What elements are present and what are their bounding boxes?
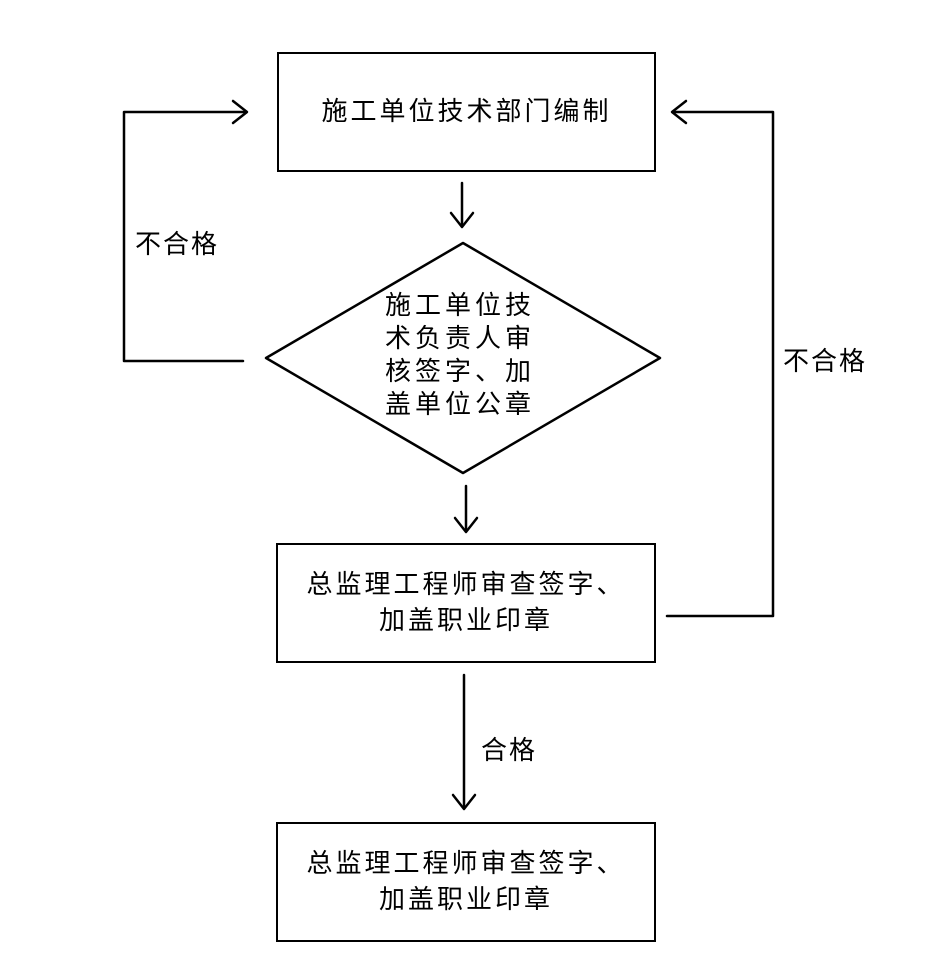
node-compile: 施工单位技术部门编制 [277,52,656,172]
arrow-reject-left [122,99,249,363]
node-final-text: 总监理工程师审查签字、 加盖职业印章 [306,849,626,915]
arrow-compile-to-review [449,181,475,229]
arrow-pass [451,673,477,811]
decision-text: 施工单位技 术负责人审 核签字、加 盖单位公章 [385,291,536,420]
node-chief-review-text: 总监理工程师审查签字、 加盖职业印章 [306,570,626,636]
label-pass: 合格 [481,736,538,766]
arrow-reject-right [665,99,775,618]
label-reject-right: 不合格 [783,347,868,377]
node-final: 总监理工程师审查签字、 加盖职业印章 [276,822,656,942]
label-reject-left: 不合格 [135,230,220,260]
decision-diamond [264,241,662,475]
node-compile-text: 施工单位技术部门编制 [321,97,612,127]
arrow-review-to-chief [453,484,479,534]
node-chief-review: 总监理工程师审查签字、 加盖职业印章 [276,543,656,663]
